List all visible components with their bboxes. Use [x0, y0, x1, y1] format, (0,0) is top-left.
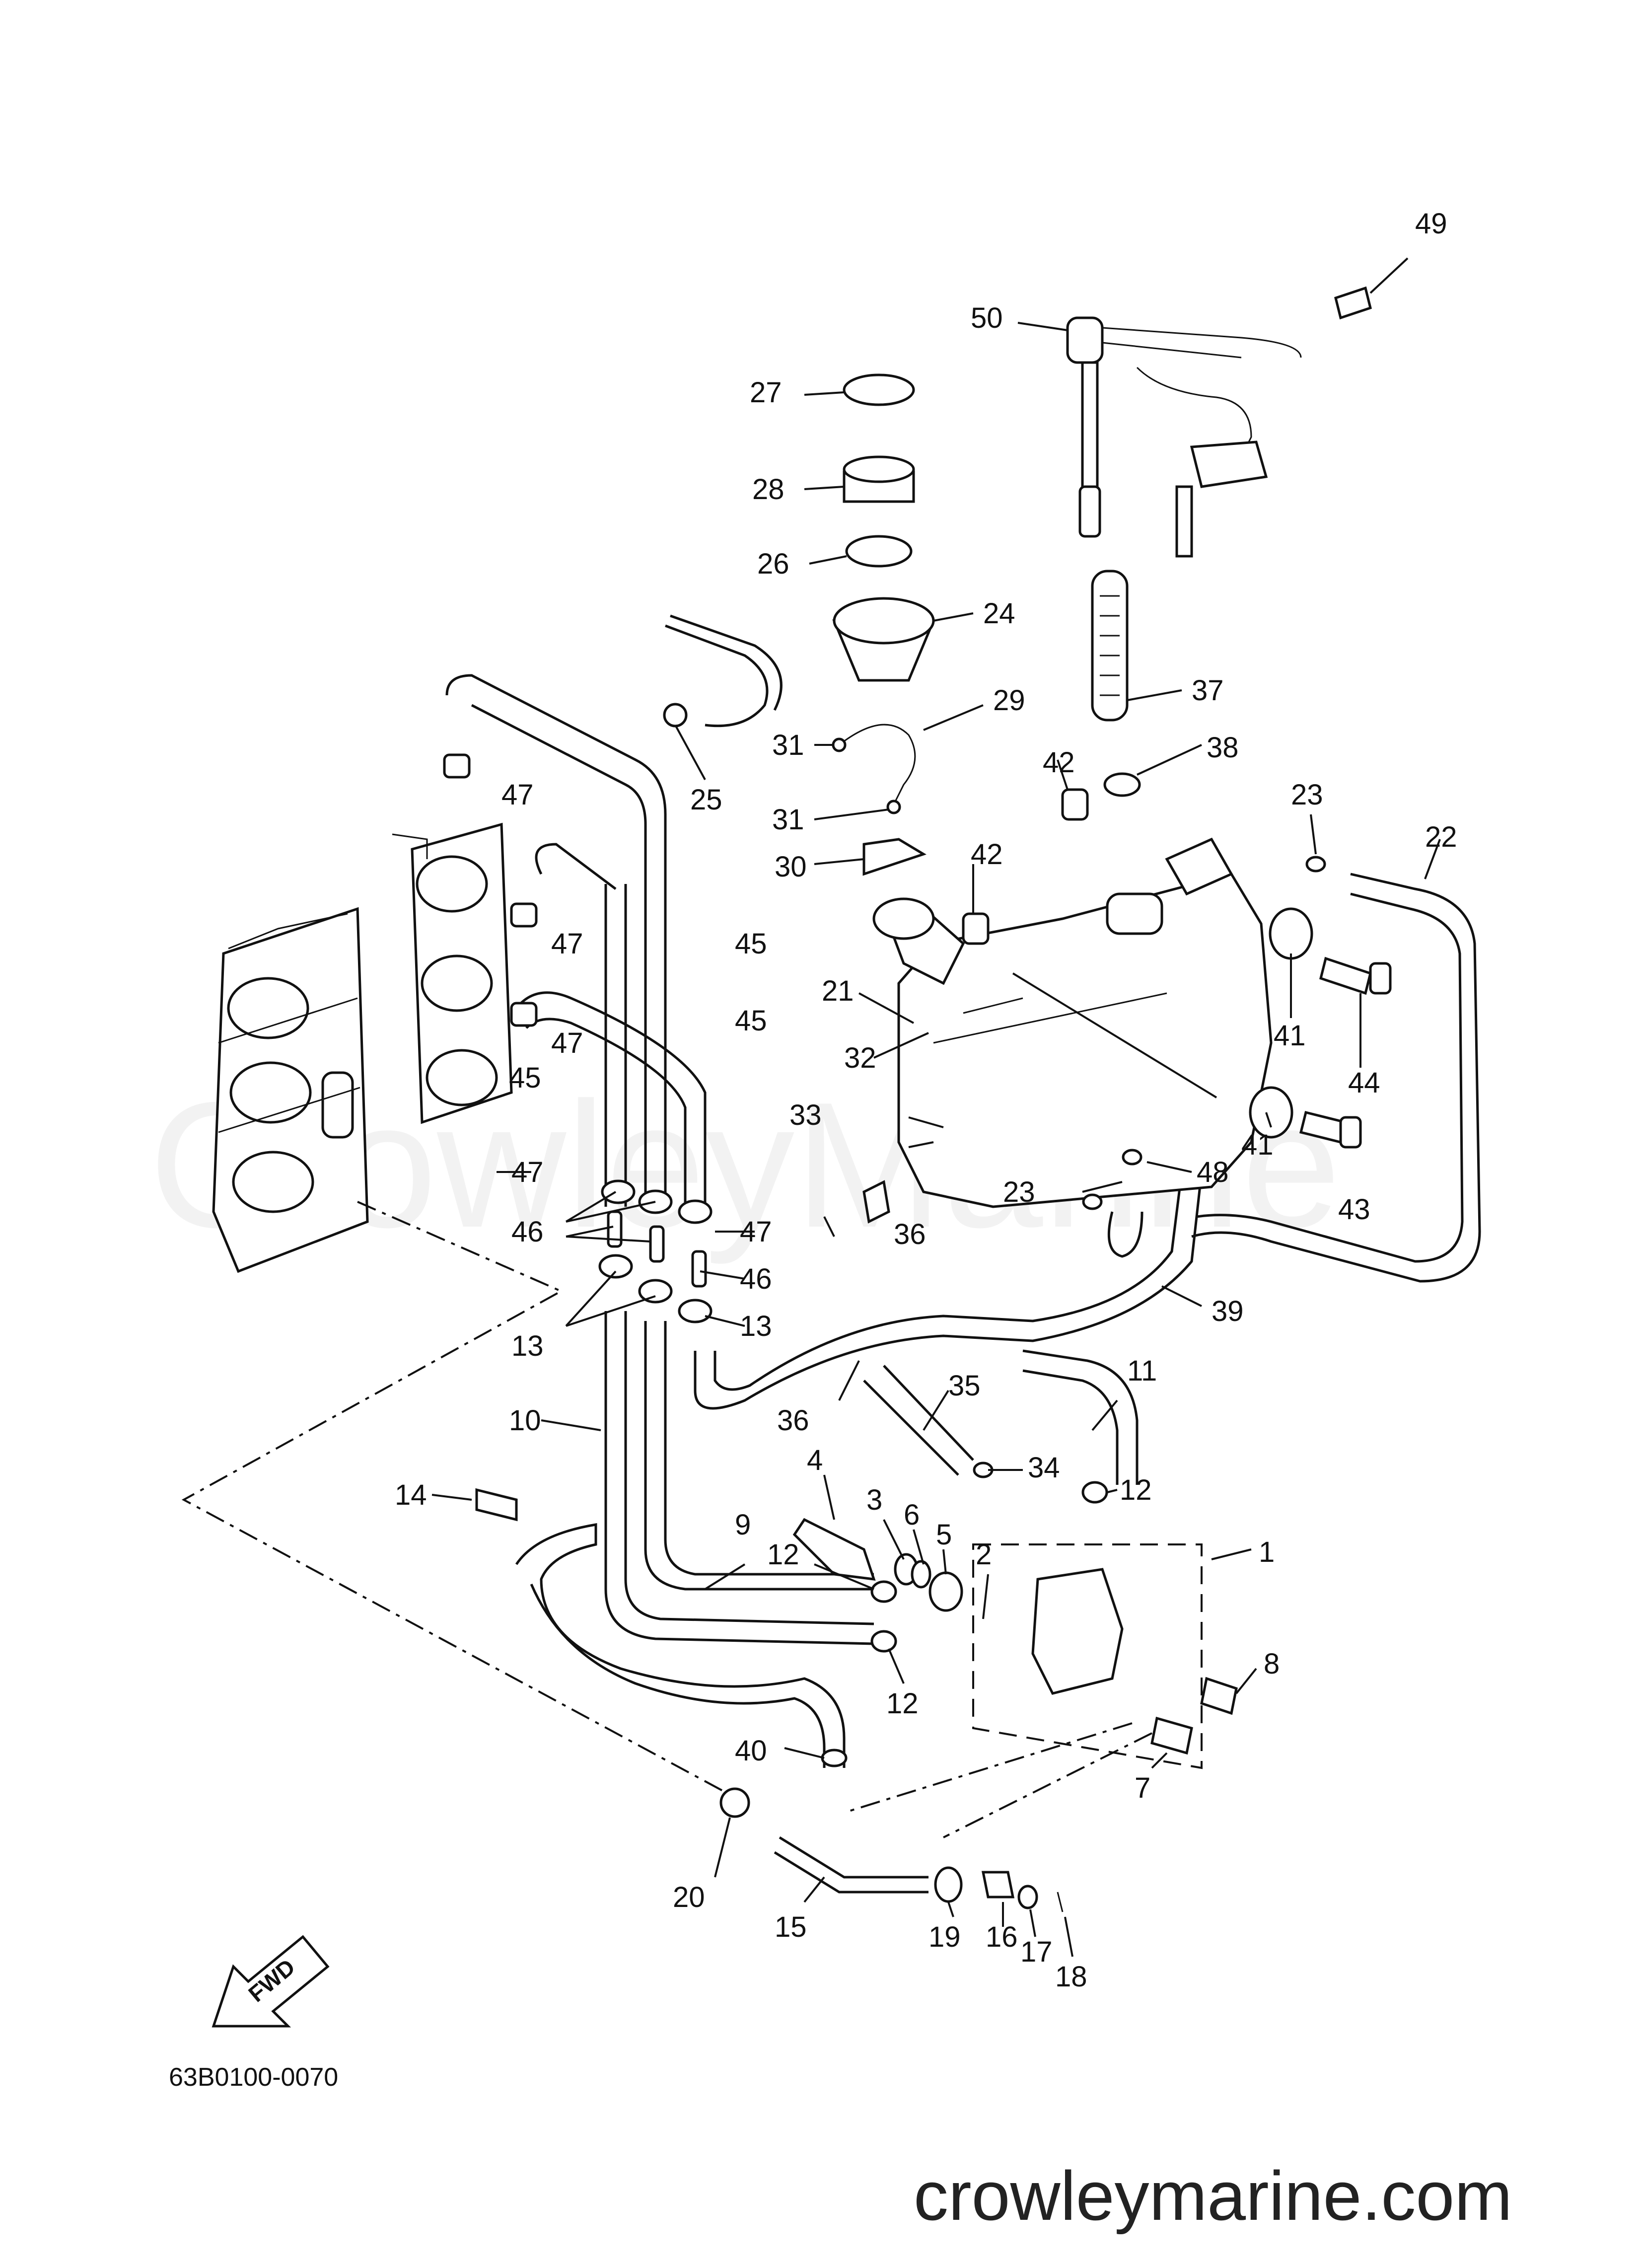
callout-25: 25: [690, 784, 722, 816]
callout-33: 33: [789, 1099, 822, 1131]
callout-18: 18: [1055, 1961, 1087, 1993]
callout-41b: 41: [1241, 1129, 1274, 1161]
website-url: crowleymarine.com: [914, 2157, 1512, 2235]
callout-37: 37: [1192, 674, 1224, 707]
callout-20: 20: [673, 1881, 705, 1913]
callout-13b: 13: [511, 1330, 544, 1362]
callout-36b: 36: [777, 1404, 809, 1437]
callout-6: 6: [904, 1499, 920, 1531]
callout-12b: 12: [767, 1538, 799, 1571]
leader-lines: [431, 257, 1441, 1957]
callout-42a: 42: [1043, 746, 1075, 779]
callout-32: 32: [844, 1042, 876, 1074]
callout-14: 14: [395, 1479, 427, 1511]
callout-29: 29: [993, 684, 1025, 717]
callout-36a: 36: [894, 1218, 926, 1250]
leader-dashed-lines: [181, 1201, 1203, 1838]
callout-49: 49: [1415, 208, 1447, 240]
callout-28: 28: [752, 473, 785, 506]
callout-42b: 42: [971, 838, 1003, 871]
callout-21: 21: [822, 975, 854, 1007]
callout-41a: 41: [1274, 1020, 1306, 1052]
cap-chain: [832, 724, 927, 876]
filler-cap: [832, 373, 935, 682]
hose-11: [1022, 1349, 1139, 1485]
callout-23b: 23: [1003, 1176, 1035, 1208]
callout-9: 9: [735, 1509, 751, 1541]
callout-16: 16: [986, 1921, 1018, 1953]
callout-39: 39: [1212, 1295, 1244, 1327]
callout-24: 24: [983, 597, 1015, 630]
intake-manifold: [392, 822, 513, 1124]
callout-44: 44: [1348, 1067, 1380, 1099]
hose-22: [1191, 873, 1481, 1283]
grommets-bolts: [962, 788, 1392, 1149]
callout-47e: 47: [740, 1216, 772, 1248]
callout-13a: 13: [740, 1310, 772, 1342]
hose-clips: [443, 753, 1326, 1767]
callout-31b: 31: [772, 804, 804, 836]
callout-40: 40: [735, 1735, 767, 1767]
callout-17: 17: [1020, 1936, 1053, 1968]
callout-15: 15: [775, 1911, 807, 1943]
carburetor-assembly: [212, 907, 369, 1273]
callout-45c: 45: [509, 1062, 541, 1094]
callout-7: 7: [1135, 1772, 1150, 1804]
callout-labels: 49 50 27 28 26 24 29 31 31 30 25 42 42 3…: [395, 208, 1457, 1993]
callout-10: 10: [509, 1404, 541, 1437]
callout-11: 11: [1127, 1355, 1157, 1387]
callout-35: 35: [948, 1370, 981, 1402]
callout-3: 3: [866, 1484, 882, 1516]
callout-45a: 45: [735, 928, 767, 960]
callout-30: 30: [775, 851, 807, 883]
callout-47b: 47: [551, 928, 583, 960]
fwd-arrow-icon: FWD: [212, 1935, 330, 2028]
callout-38: 38: [1207, 732, 1239, 764]
callout-12c: 12: [886, 1687, 919, 1720]
callout-47c: 47: [551, 1027, 583, 1059]
strap: [663, 614, 783, 728]
callout-45b: 45: [735, 1005, 767, 1037]
callout-48: 48: [1197, 1156, 1229, 1188]
callout-23a: 23: [1291, 779, 1323, 811]
oil-pump: [792, 1518, 1238, 1755]
callout-27: 27: [750, 376, 782, 409]
callout-1: 1: [1259, 1536, 1275, 1568]
oil-tank: [872, 837, 1273, 1208]
callout-34: 34: [1028, 1452, 1060, 1484]
callout-50: 50: [971, 302, 1003, 334]
callout-5: 5: [936, 1519, 952, 1551]
callout-12a: 12: [1120, 1474, 1152, 1506]
fittings: [719, 1787, 1064, 1912]
callout-47a: 47: [501, 779, 534, 811]
callout-19: 19: [928, 1921, 961, 1953]
callout-43: 43: [1338, 1193, 1370, 1226]
oil-level-sensor: [1066, 286, 1372, 797]
diagram-code: 63B0100-0070: [169, 2063, 338, 2092]
callout-46b: 46: [740, 1263, 772, 1295]
callout-8: 8: [1264, 1648, 1280, 1680]
callout-47d: 47: [511, 1156, 544, 1188]
callout-4: 4: [807, 1444, 823, 1476]
hose-45: [445, 674, 707, 1207]
hose-10: [515, 1311, 874, 1768]
hose-39: [694, 1171, 1203, 1410]
callout-26: 26: [757, 548, 789, 580]
callout-31a: 31: [772, 729, 804, 761]
hose-35: [863, 1365, 974, 1476]
callout-22: 22: [1425, 821, 1457, 853]
callout-46a: 46: [511, 1216, 544, 1248]
callout-2: 2: [976, 1538, 992, 1571]
